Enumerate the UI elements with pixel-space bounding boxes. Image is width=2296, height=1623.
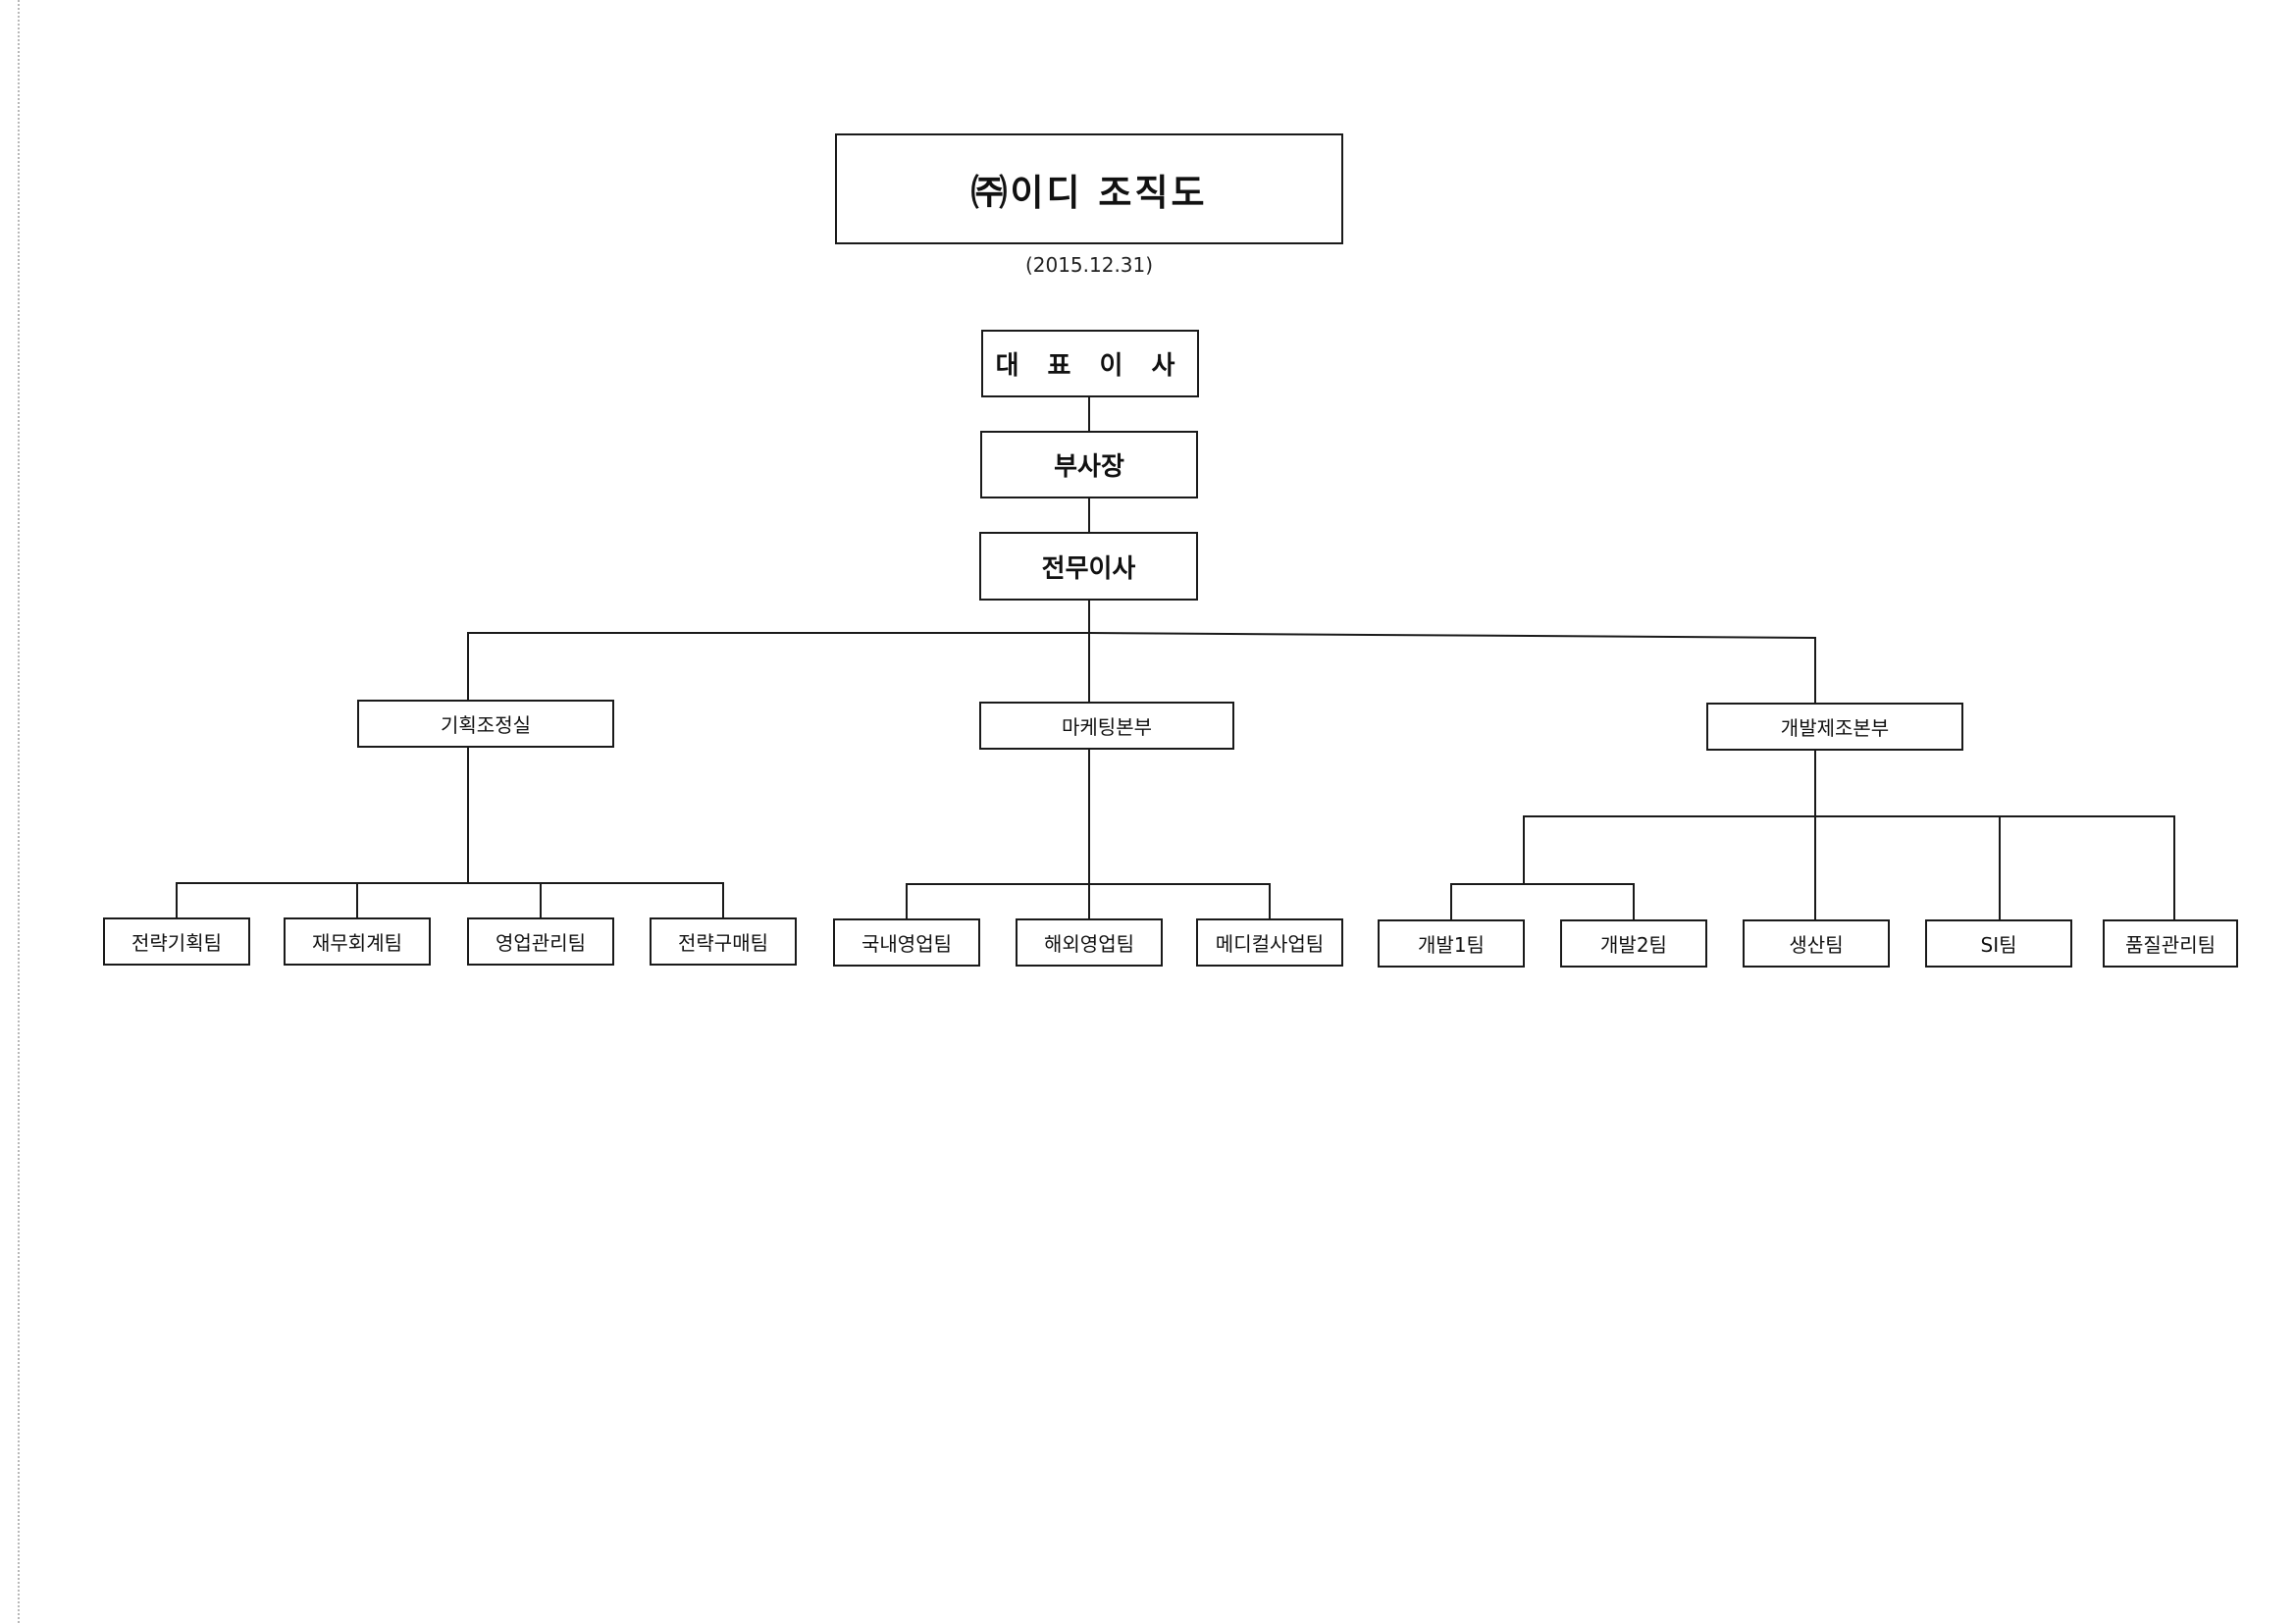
node-team-label: 품질관리팀 — [2125, 933, 2216, 957]
node-ceo: 대 표 이 사 — [981, 330, 1199, 397]
node-team-label: 해외영업팀 — [1044, 932, 1134, 956]
node-team: 생산팀 — [1743, 919, 1890, 968]
node-managing-director-label: 전무이사 — [1041, 553, 1136, 584]
node-team: 재무회계팀 — [284, 917, 431, 966]
node-team-label: 국내영업팀 — [861, 932, 952, 956]
node-team-label: SI팀 — [1980, 933, 2017, 957]
node-team: 전략기획팀 — [103, 917, 250, 966]
scan-edge-line — [18, 0, 20, 1623]
node-vice-president: 부사장 — [980, 431, 1198, 498]
connector-div1-bus — [176, 882, 724, 917]
connector-division-bus — [467, 632, 1816, 703]
node-team-label: 개발1팀 — [1418, 933, 1485, 957]
chart-title: ㈜이디 조직도 — [970, 171, 1208, 214]
node-team: 개발2팀 — [1560, 919, 1707, 968]
node-team-label: 재무회계팀 — [312, 931, 402, 955]
node-division-planning: 기획조정실 — [357, 700, 614, 748]
node-division-development: 개발제조본부 — [1706, 703, 1963, 751]
node-team-label: 전략기획팀 — [131, 931, 222, 955]
node-team: SI팀 — [1925, 919, 2072, 968]
node-team-label: 개발2팀 — [1600, 933, 1667, 957]
node-team: 품질관리팀 — [2103, 919, 2238, 968]
node-division-label: 기획조정실 — [441, 713, 531, 737]
node-team: 해외영업팀 — [1016, 918, 1163, 967]
node-division-label: 마케팅본부 — [1062, 715, 1152, 739]
node-vice-president-label: 부사장 — [1054, 452, 1124, 482]
node-team-label: 메디컬사업팀 — [1215, 932, 1325, 956]
node-managing-director: 전무이사 — [979, 532, 1198, 601]
node-team-label: 전략구매팀 — [678, 931, 768, 955]
node-team: 메디컬사업팀 — [1196, 918, 1343, 967]
node-ceo-label: 대 표 이 사 — [995, 351, 1185, 381]
node-team: 영업관리팀 — [467, 917, 614, 966]
connector-div2-bus — [906, 883, 1271, 918]
node-team-label: 생산팀 — [1789, 933, 1844, 957]
node-team: 국내영업팀 — [833, 918, 980, 967]
node-team: 개발1팀 — [1378, 919, 1525, 968]
connector-div3-bus — [1523, 815, 2175, 919]
node-division-label: 개발제조본부 — [1780, 716, 1890, 740]
node-team-label: 영업관리팀 — [496, 931, 586, 955]
chart-date: (2015.12.31) — [1024, 253, 1154, 277]
chart-title-box: ㈜이디 조직도 — [835, 133, 1343, 244]
node-team: 전략구매팀 — [650, 917, 797, 966]
node-division-marketing: 마케팅본부 — [979, 702, 1234, 750]
connector-dev-bus — [1450, 883, 1635, 919]
